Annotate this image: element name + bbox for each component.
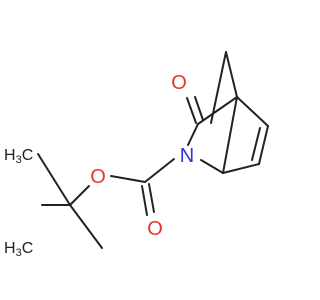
nitrogen-label: N — [180, 145, 194, 167]
bond-carbon-nitrogen — [187, 123, 199, 146]
bond-nitrogen-carbamate — [144, 158, 175, 183]
bond-quaternary-methyl-right — [69, 204, 103, 249]
methyl-lower-label: H3C — [4, 240, 33, 260]
bond-ester-quaternary — [69, 185, 90, 206]
methyl-lower-c: C — [22, 240, 34, 257]
methyl-lower-h: H — [4, 240, 16, 257]
bond-lactam-carbon — [197, 96, 238, 125]
bond-bridge-left — [210, 51, 227, 124]
bond-ring-double-outer — [258, 125, 269, 165]
methyl-upper-h: H — [4, 147, 16, 164]
methyl-lower-subscript: 3 — [16, 247, 22, 259]
bond-carbamate-o-link — [110, 175, 146, 183]
bond-carbamate-co-1 — [141, 185, 148, 216]
bond-bridge-top — [225, 51, 238, 98]
methyl-upper-subscript: 3 — [16, 154, 22, 166]
carbonyl-oxygen-label: O — [171, 72, 187, 94]
bond-carbamate-co-2 — [148, 183, 155, 213]
bond-ring-double-inner — [251, 127, 261, 161]
ester-oxygen-label: O — [90, 166, 106, 188]
carbamate-oxygen-label: O — [147, 218, 163, 240]
bond-ring-right-upper — [236, 96, 269, 127]
bond-carbonyl-1 — [186, 97, 197, 124]
molecule-structure: O N O O H3C H3C — [4, 51, 269, 260]
bond-group — [37, 51, 269, 249]
methyl-upper-label: H3C — [4, 147, 33, 167]
bond-nitrogen-bridgehead — [200, 159, 224, 174]
bond-ring-bottom — [222, 163, 260, 174]
bond-bridgehead-right — [222, 96, 238, 174]
bond-carbonyl-2 — [194, 96, 204, 121]
bond-quaternary-methyl-up — [37, 153, 71, 206]
methyl-upper-c: C — [22, 147, 34, 164]
